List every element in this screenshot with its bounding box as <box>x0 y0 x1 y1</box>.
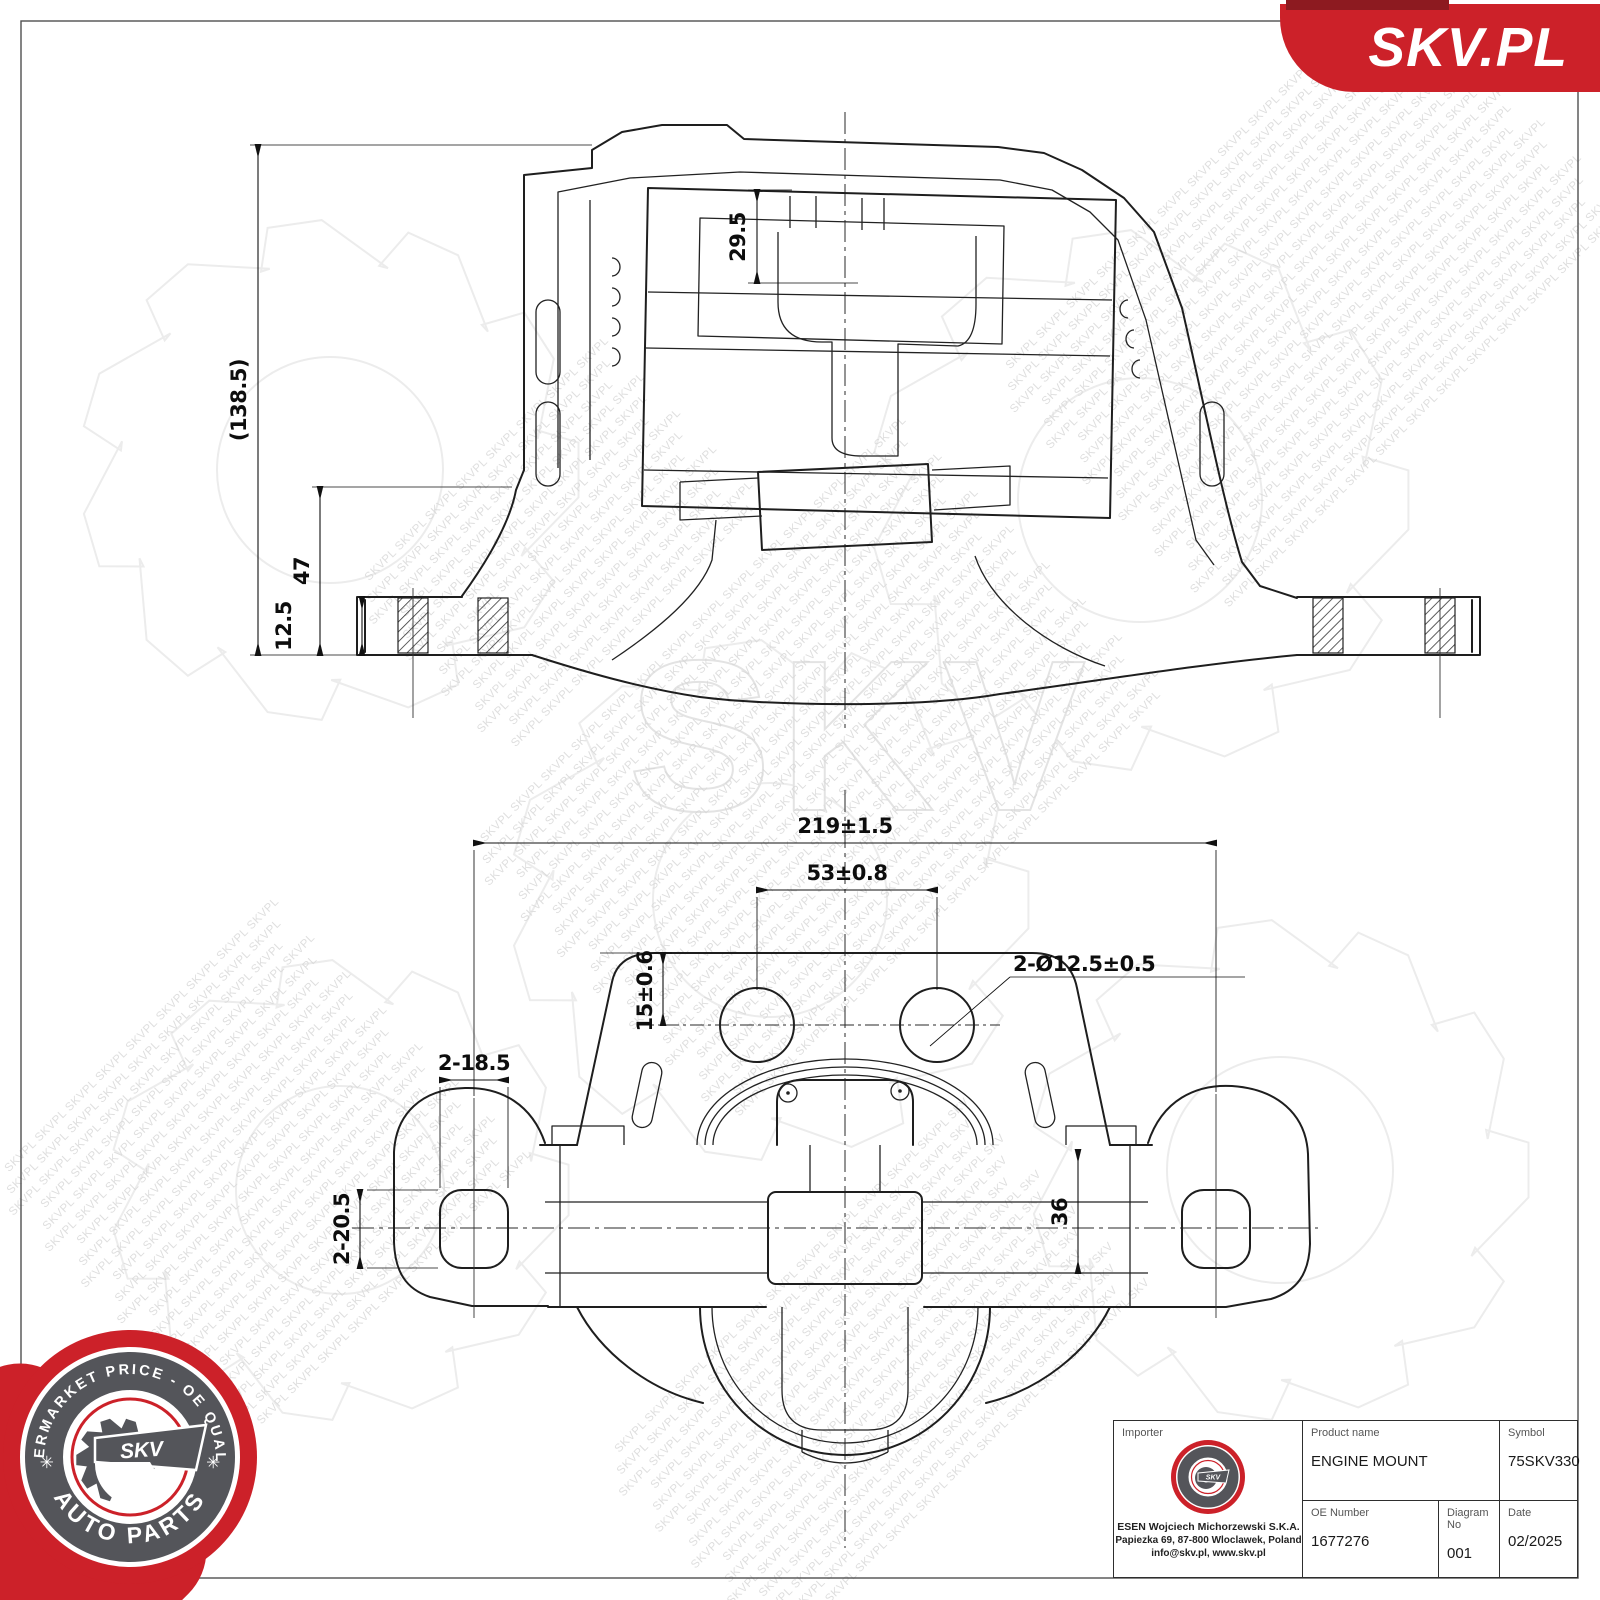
importer-contact: info@skv.pl, www.skv.pl <box>1151 1548 1266 1559</box>
date-value: 02/2025 <box>1508 1533 1563 1550</box>
dim-bar-width: 36 <box>1048 1198 1072 1226</box>
oe-number-label: OE Number <box>1311 1507 1370 1519</box>
symbol-label: Symbol <box>1508 1427 1545 1439</box>
brand-logo-text: SKV.PL <box>1368 16 1568 78</box>
front-view-drawing: (138.5) 47 12.5 29.5 <box>227 112 1481 728</box>
importer-stamp-logo: SKV <box>1171 1440 1245 1514</box>
product-cell: Product name ENGINE MOUNT <box>1303 1421 1500 1501</box>
dim-overall-width: 219±1.5 <box>797 814 892 838</box>
dim-hole-offset: 15±0.6 <box>633 950 657 1031</box>
oe-number-value: 1677276 <box>1311 1533 1370 1550</box>
symbol-value: 75SKV330 <box>1508 1453 1580 1470</box>
importer-street: Papiezka 69, 87-800 Wloclawek, Poland <box>1115 1535 1302 1546</box>
dim-flange-height: 12.5 <box>272 601 296 651</box>
watermark-skv-text: SKV <box>628 615 1094 856</box>
date-label: Date <box>1508 1507 1532 1519</box>
badge-dark-strip <box>1286 0 1449 10</box>
oe-number-cell: OE Number 1677276 <box>1303 1501 1439 1577</box>
dim-overall-height: (138.5) <box>227 359 251 441</box>
importer-stamp-skv-text: SKV <box>1206 1475 1222 1482</box>
top-view-drawing: 219±1.5 53±0.8 2-Ø12.5±0.5 15±0.6 2-18.5… <box>330 790 1318 1548</box>
dim-core-height: 29.5 <box>726 212 750 262</box>
importer-address: ESEN Wojciech Michorzewski S.K.A. Papiez… <box>1114 1521 1303 1559</box>
star-icon: ✳ <box>38 1455 58 1469</box>
importer-name: ESEN Wojciech Michorzewski S.K.A. <box>1117 1521 1300 1533</box>
star-icon: ✳ <box>202 1455 222 1469</box>
sheet-border <box>20 20 1579 1579</box>
title-block: Importer SKV ESEN Wojciech Michorzewski … <box>1113 1420 1580 1578</box>
product-label: Product name <box>1311 1427 1380 1439</box>
dim-lug-hole-height: 2-20.5 <box>330 1193 354 1265</box>
product-value: ENGINE MOUNT <box>1311 1453 1428 1470</box>
watermark-gears <box>82 219 1530 1421</box>
diagram-no-cell: Diagram No 001 <box>1439 1501 1500 1577</box>
skv-logo-badge: SKV.PL <box>1280 0 1600 92</box>
diagram-no-value: 001 <box>1447 1545 1473 1562</box>
importer-cell: Importer SKV ESEN Wojciech Michorzewski … <box>1114 1421 1303 1577</box>
stamp-center-text: SKV <box>119 1437 166 1463</box>
dim-hole-spacing: 53±0.8 <box>806 861 887 885</box>
date-cell: Date 02/2025 <box>1500 1501 1577 1577</box>
dim-hole-diameter: 2-Ø12.5±0.5 <box>1013 952 1155 976</box>
dim-lug-hole-width: 2-18.5 <box>438 1051 510 1075</box>
diagram-no-label: Diagram No <box>1447 1507 1489 1531</box>
dim-mid-height: 47 <box>290 557 314 585</box>
importer-label: Importer <box>1122 1427 1163 1439</box>
symbol-cell: Symbol 75SKV330 <box>1500 1421 1580 1501</box>
